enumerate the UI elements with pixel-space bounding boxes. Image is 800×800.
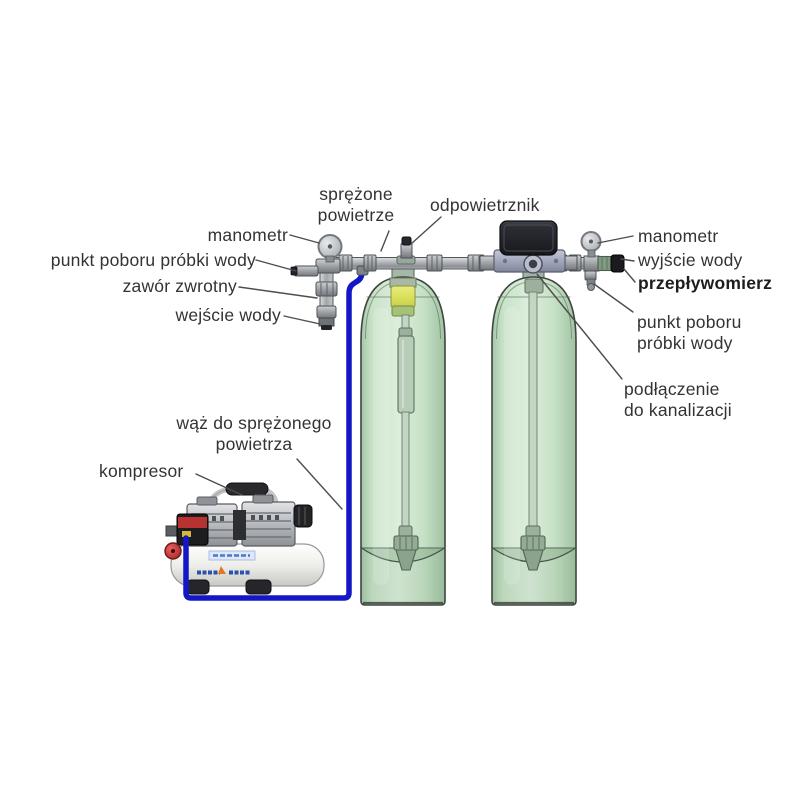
- label-sample-point-right-line2: próbki wody: [637, 333, 733, 353]
- label-flow-meter: przepływomierz: [638, 273, 773, 293]
- compressor-handle-grip: [225, 482, 269, 496]
- label-air-hose-line1: wąż do sprężonego: [176, 413, 332, 433]
- compressor-foot: [186, 579, 210, 595]
- leader-water-outlet: [620, 258, 635, 262]
- label-manometer-left: manometr: [207, 225, 288, 245]
- leader-flow-meter: [623, 268, 636, 283]
- riser-sight-tube: [397, 335, 415, 414]
- outlet-assembly: [580, 231, 625, 291]
- filter-tank-right: [490, 265, 578, 607]
- leader-manometer-right: [597, 235, 634, 244]
- label-manometer-right: manometr: [638, 226, 719, 246]
- air-injector: [390, 285, 416, 309]
- compressor-cylinder-right: [241, 501, 296, 547]
- compressor-center-block: [233, 510, 246, 540]
- water-outlet-port: [610, 254, 625, 273]
- leader-check-valve: [238, 286, 318, 299]
- leader-air-vent: [410, 216, 442, 245]
- label-sample-point-right: punkt poboru próbki wody: [637, 312, 742, 354]
- label-air-hose-line2: powietrza: [215, 434, 293, 454]
- tank-left-internals: [389, 277, 419, 571]
- leader-air-hose: [296, 458, 343, 510]
- leader-lines: [195, 216, 636, 510]
- label-compressed-air-line2: powietrze: [317, 205, 395, 225]
- valve-controller-head: [499, 220, 558, 256]
- sample-valve-right: [584, 270, 597, 291]
- compressor-logo: [197, 566, 251, 575]
- label-sample-point-left: punkt poboru próbki wody: [50, 250, 256, 270]
- riser-tube: [528, 291, 538, 529]
- label-check-valve: zawór zwrotny: [122, 276, 237, 296]
- tank-right-internals: [520, 278, 546, 571]
- label-sample-point-right-line1: punkt poboru: [637, 312, 742, 332]
- sample-valve-left: [293, 265, 319, 277]
- leader-sample-right: [593, 283, 634, 313]
- leader-compressor: [195, 473, 243, 496]
- leader-compressed-air: [380, 230, 390, 252]
- compressor-unit: [164, 482, 325, 595]
- compressor-filter-cap: [293, 504, 313, 528]
- leader-water-inlet: [283, 315, 321, 325]
- label-compressed-air: sprężone powietrze: [300, 184, 412, 226]
- compressed-air-hose: [183, 263, 365, 601]
- label-sewer-connection-line1: podłączenie: [624, 379, 720, 399]
- control-valve: [479, 220, 578, 274]
- label-water-outlet: wyjście wody: [638, 250, 743, 270]
- label-water-inlet: wejście wody: [175, 305, 281, 325]
- label-compressed-air-line1: sprężone: [319, 184, 393, 204]
- leader-sewer-connection: [536, 273, 623, 380]
- filter-tank-left: [359, 262, 447, 607]
- label-air-vent: odpowietrznik: [430, 195, 540, 215]
- compressor-foot: [245, 579, 272, 595]
- label-air-hose: wąż do sprężonego powietrza: [168, 413, 340, 455]
- water-inlet-port: [318, 317, 335, 327]
- leader-sample-left: [255, 259, 297, 272]
- leader-manometer-left: [289, 234, 320, 244]
- label-sewer-connection-line2: do kanalizacji: [624, 400, 732, 420]
- label-compressor: kompresor: [99, 461, 184, 481]
- inlet-assembly: [290, 234, 343, 330]
- label-sewer-connection: podłączenie do kanalizacji: [624, 379, 732, 421]
- air-vent-valve: [396, 236, 416, 265]
